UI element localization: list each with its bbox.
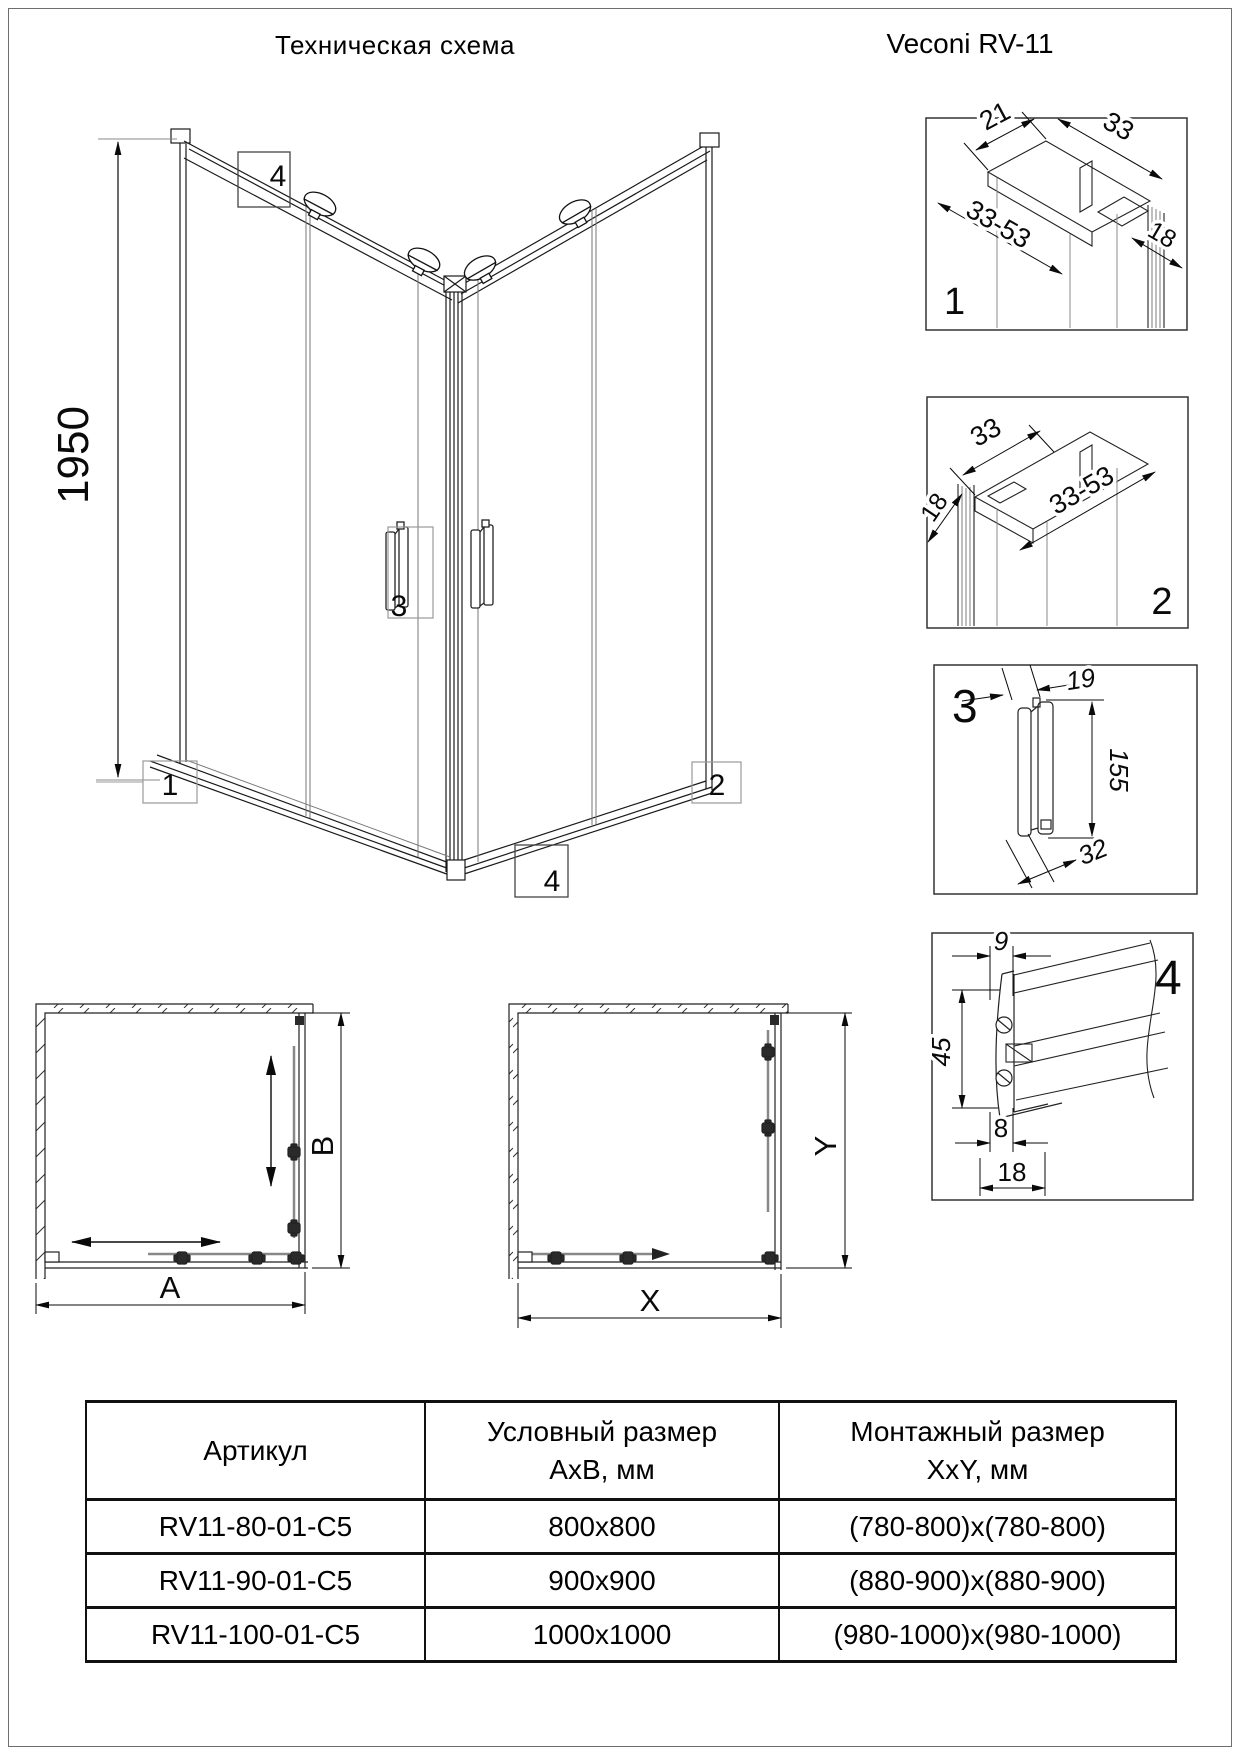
callout-2-label: 2 — [709, 769, 726, 802]
roller-icon — [303, 191, 592, 285]
col-nominal-header: Условный размер АхВ, мм — [424, 1400, 780, 1501]
plan-ab-width-label: A — [160, 1270, 181, 1305]
article-cell: RV11-80-01-C5 — [85, 1498, 426, 1555]
callout-2-box — [691, 761, 742, 804]
detail-2: 33 18 33-53 2 — [911, 396, 1189, 629]
plan-xy-height-label: Y — [808, 1136, 843, 1157]
detail4-label: 4 — [1155, 952, 1182, 1005]
detail2-label: 2 — [1151, 581, 1172, 623]
table-row: RV11-90-01-C5 900x900 (880-900)x(880-900… — [85, 1552, 1177, 1609]
detail1-dim-33: 33 — [1098, 106, 1139, 147]
nominal-size-cell: 1000x1000 — [424, 1606, 780, 1663]
callout-4-top-label: 4 — [270, 160, 287, 193]
spec-table-header-row: Артикул Условный размер АхВ, мм Монтажны… — [85, 1400, 1177, 1501]
article-cell: RV11-100-01-C5 — [85, 1606, 426, 1663]
plan-view-ab: B A — [35, 1003, 350, 1314]
mounting-size-cell: (780-800)x(780-800) — [778, 1498, 1177, 1555]
nominal-size-cell: 800x800 — [424, 1498, 780, 1555]
table-row: RV11-100-01-C5 1000x1000 (980-1000)x(980… — [85, 1606, 1177, 1663]
detail4-dim-9: 9 — [994, 926, 1008, 956]
table-row: RV11-80-01-C5 800x800 (780-800)x(780-800… — [85, 1498, 1177, 1555]
detail-4: 9 45 8 18 4 — [923, 923, 1194, 1201]
article-cell: RV11-90-01-C5 — [85, 1552, 426, 1609]
detail3-label: 3 — [952, 680, 978, 732]
corner-top-joint — [443, 275, 467, 293]
callout-3-label: 3 — [391, 590, 408, 623]
detail4-dim-18: 18 — [998, 1157, 1027, 1187]
col-article-header-text: Артикул — [203, 1434, 308, 1466]
detail-3: 19 155 32 3 — [933, 659, 1198, 895]
detail3-dim-155: 155 — [1104, 748, 1134, 792]
detail4-dim-8: 8 — [994, 1113, 1008, 1143]
technical-drawing: 1950 4 3 1 2 4 — [35, 92, 1198, 1328]
product-name: Veconi RV-11 — [886, 28, 1054, 59]
detail1-dim-3353: 33-53 — [961, 194, 1036, 255]
nominal-size-cell: 900x900 — [424, 1552, 780, 1609]
col-nominal-header-line1: Условный размер — [486, 1415, 718, 1447]
detail3-dim-19: 19 — [1064, 662, 1097, 696]
callout-3-box — [387, 526, 434, 619]
plan-view-xy: Y X — [508, 1003, 852, 1328]
detail2-dim-3353: 33-53 — [1044, 460, 1119, 521]
col-mounting-header-line1: Монтажный размер — [850, 1415, 1105, 1447]
col-article-header: Артикул — [85, 1400, 426, 1501]
detail-1: 21 33 33-53 18 1 — [925, 92, 1188, 331]
detail4-dim-45: 45 — [926, 1037, 956, 1066]
callout-1-box — [142, 760, 198, 804]
callout-4-bottom-label: 4 — [544, 865, 561, 898]
door-handle-icon — [385, 519, 494, 611]
col-mounting-header: Монтажный размер XxY, мм — [778, 1400, 1177, 1501]
mounting-size-cell: (880-900)x(880-900) — [778, 1552, 1177, 1609]
height-dim-label: 1950 — [49, 406, 98, 504]
plan-xy-width-label: X — [640, 1283, 661, 1318]
col-nominal-header-line2: АхВ, мм — [549, 1453, 655, 1485]
callouts: 4 3 1 2 4 — [96, 151, 742, 898]
callout-4-top-box — [237, 151, 291, 208]
callout-4-bottom-box — [514, 844, 569, 898]
page-title: Техническая схема — [275, 30, 515, 60]
plan-ab-height-label: B — [305, 1136, 340, 1157]
mounting-size-cell: (980-1000)x(980-1000) — [778, 1606, 1177, 1663]
detail1-dim-21: 21 — [974, 96, 1015, 137]
detail1-label: 1 — [944, 281, 965, 323]
spec-table: Артикул Условный размер АхВ, мм Монтажны… — [85, 1400, 1177, 1663]
callout-1-label: 1 — [162, 769, 179, 802]
detail2-dim-33: 33 — [965, 412, 1006, 453]
height-dimension: 1950 — [49, 138, 177, 781]
col-mounting-header-line2: XxY, мм — [926, 1453, 1029, 1485]
main-isometric-view — [149, 128, 720, 881]
detail2-dim-18: 18 — [915, 488, 954, 527]
